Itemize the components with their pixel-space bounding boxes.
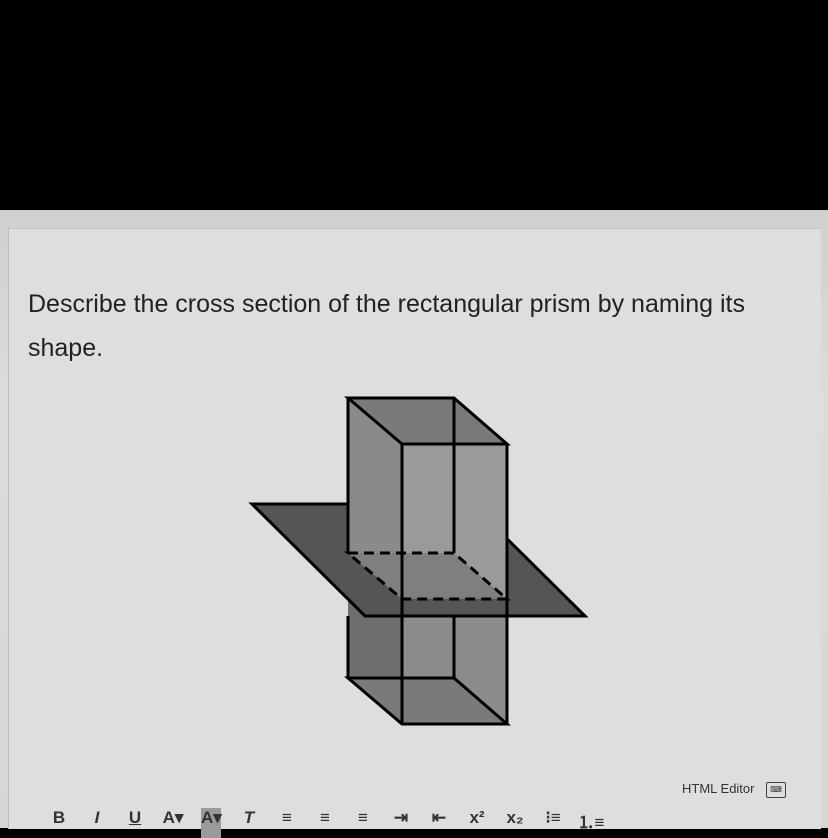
subscript-button[interactable]: x₂ (506, 808, 524, 827)
prism-upper-left-face (348, 398, 402, 599)
underline-button[interactable]: U (128, 808, 142, 827)
highlight-color-button[interactable]: A▾ (201, 808, 222, 838)
align-left-button[interactable]: ≡ (282, 808, 292, 827)
align-center-button[interactable]: ≡ (320, 808, 330, 827)
keyboard-icon[interactable]: ⌨ (766, 782, 786, 798)
question-text: Describe the cross section of the rectan… (28, 290, 745, 362)
font-color-button[interactable]: A▾ (162, 808, 184, 827)
indent-button[interactable]: ⇥ (393, 808, 409, 827)
prism-edges (346, 398, 509, 724)
outdent-button[interactable]: ⇤ (431, 808, 447, 827)
superscript-button[interactable]: x² (469, 808, 485, 827)
align-right-button[interactable]: ≡ (358, 808, 368, 827)
editor-toolbar: B I U A▾ A▾ T ≡ ≡ ≡ ⇥ ⇤ x² x₂ ⁝≡ ⒈≡ (40, 808, 610, 838)
bold-button[interactable]: B (52, 808, 66, 827)
clear-format-button[interactable]: T (243, 808, 255, 827)
html-editor-label[interactable]: HTML Editor (682, 781, 755, 796)
numbered-list-button[interactable]: ⒈≡ (577, 813, 605, 832)
italic-button[interactable]: I (94, 808, 100, 827)
bullet-list-button[interactable]: ⁝≡ (545, 808, 561, 827)
